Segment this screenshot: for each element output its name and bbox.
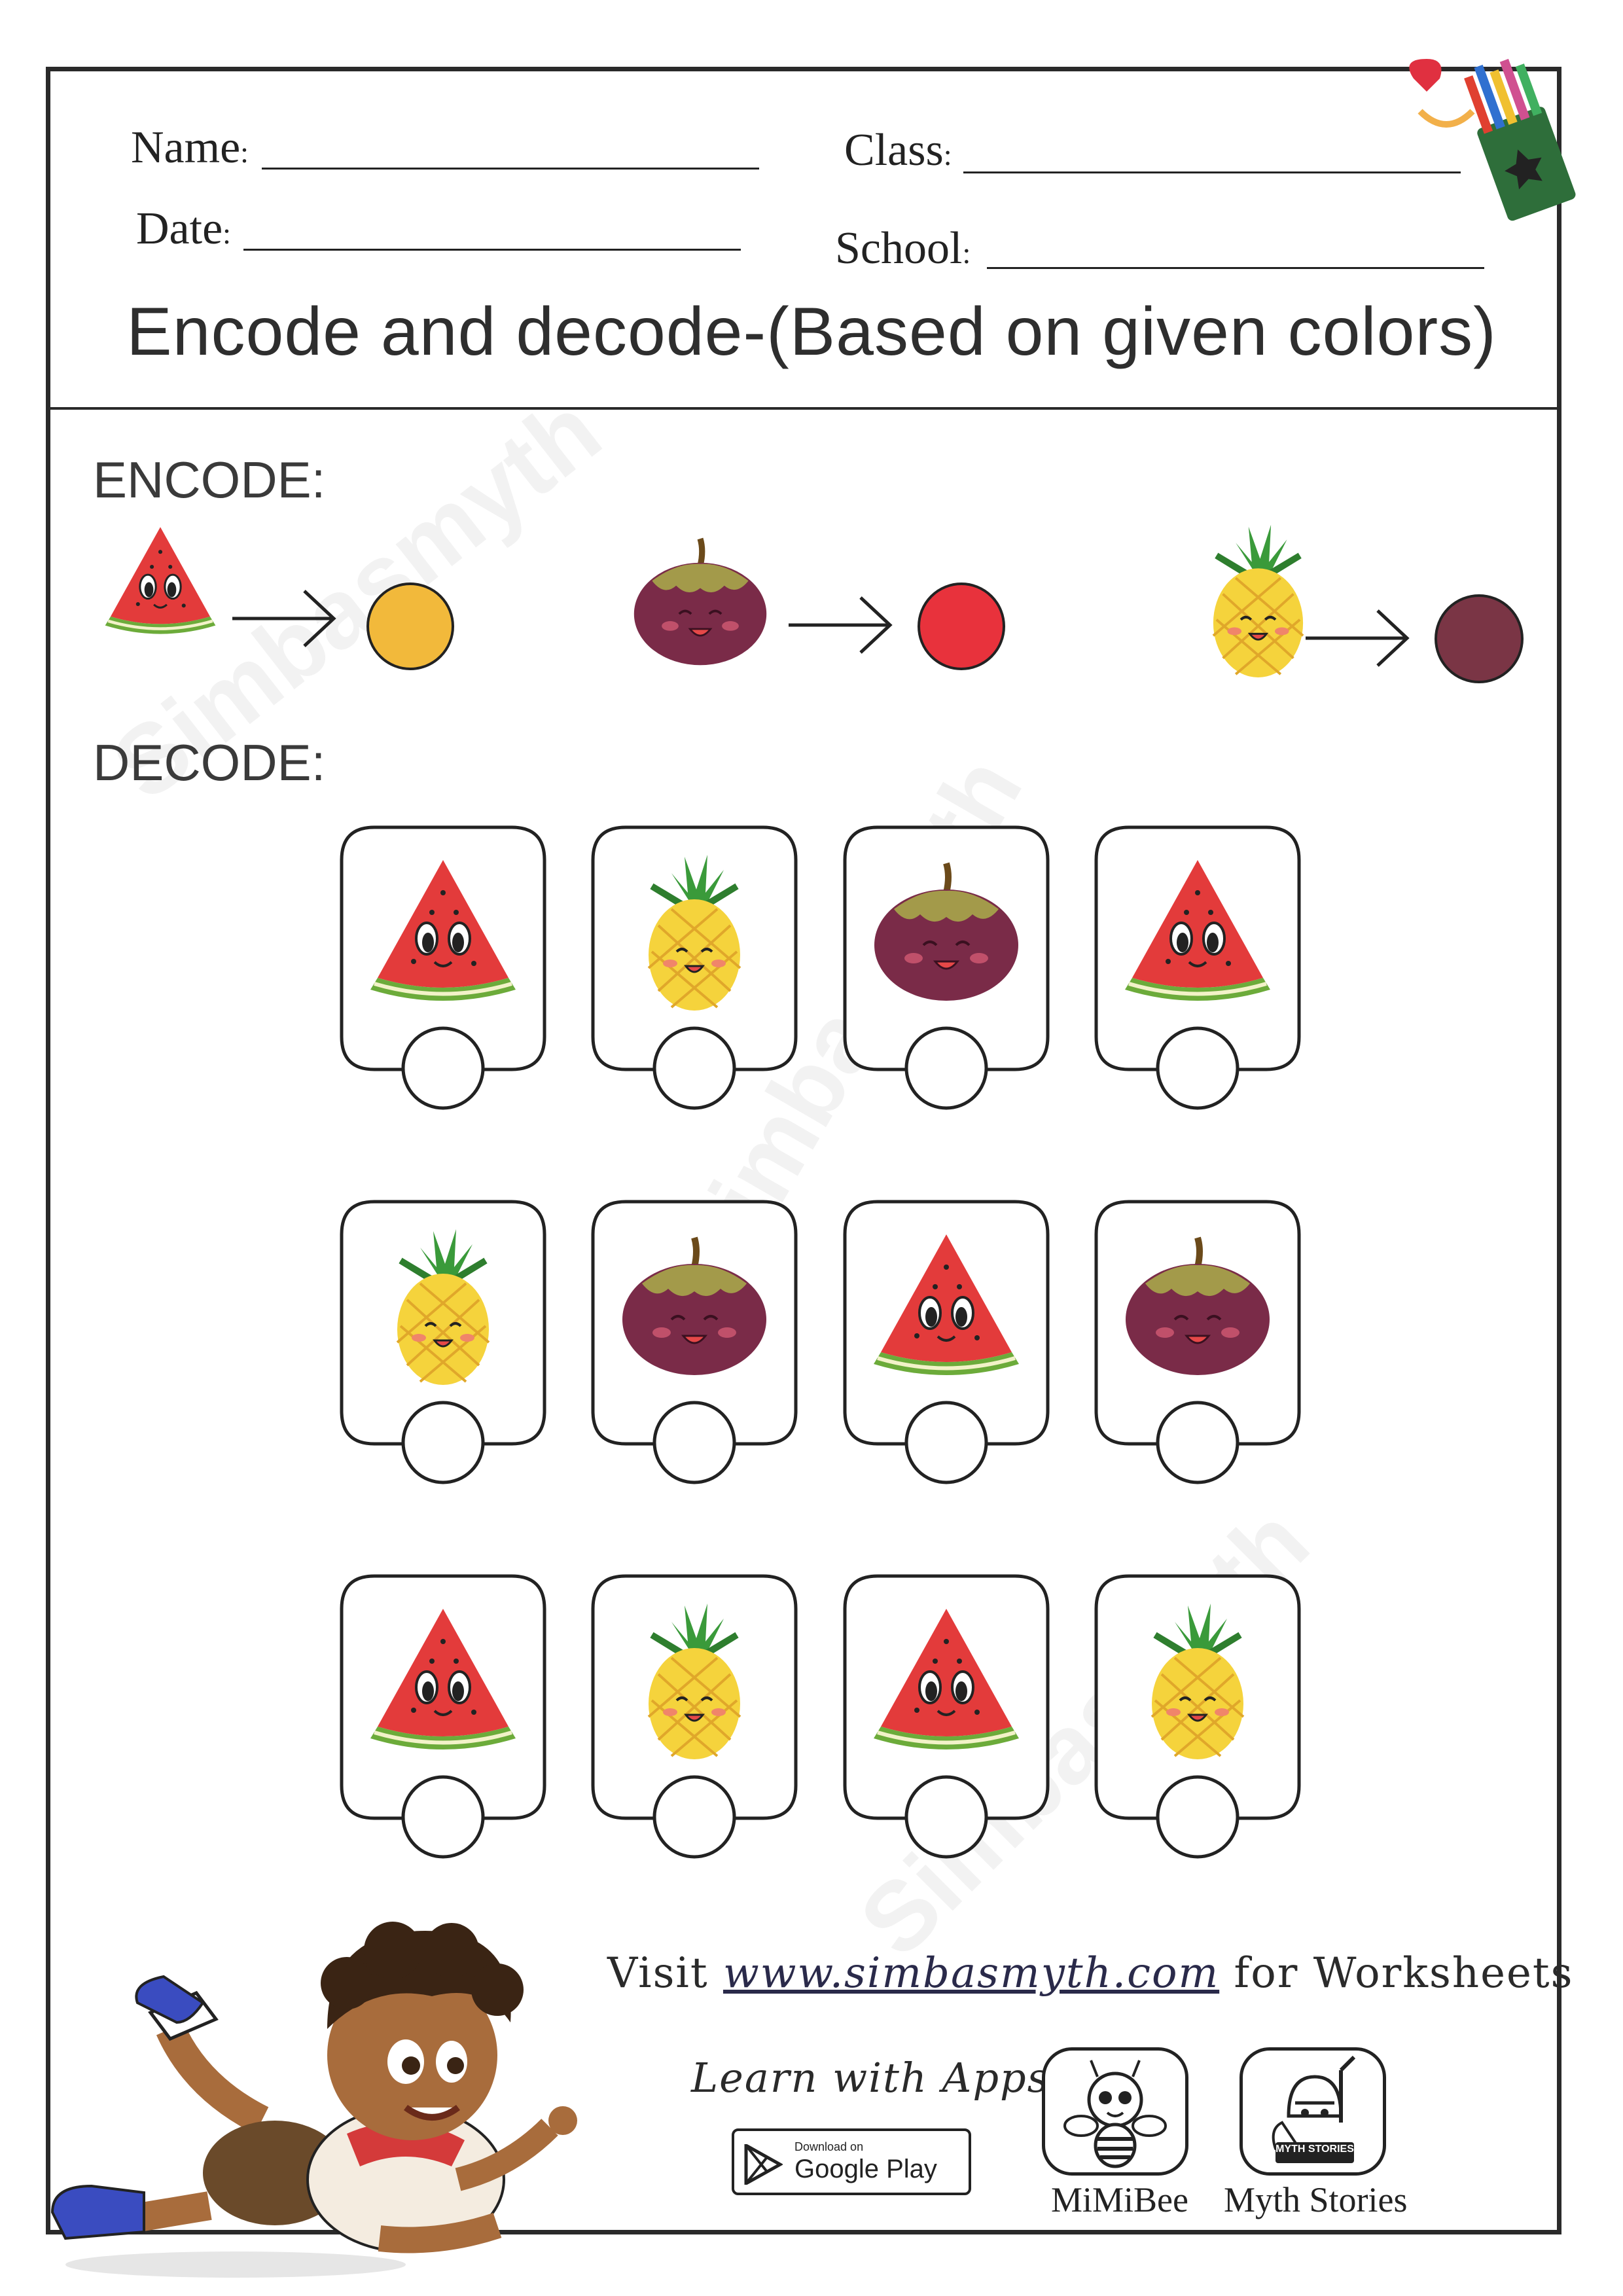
google-play-label: Google Play <box>794 2155 937 2183</box>
encode-fruit <box>1178 517 1338 681</box>
name-label: Name: <box>131 122 249 173</box>
pencil-cup-icon <box>1409 58 1576 221</box>
answer-circle[interactable] <box>903 1399 990 1486</box>
mangosteen-icon <box>633 537 767 666</box>
answer-circle[interactable] <box>1154 1774 1241 1860</box>
color-code-dot <box>918 583 1005 670</box>
decode-card <box>1090 1195 1306 1484</box>
answer-circle[interactable] <box>651 1025 738 1111</box>
page-title: Encode and decode-(Based on given colors… <box>126 294 1497 370</box>
answer-circle[interactable] <box>1154 1399 1241 1486</box>
bee-icon <box>1063 2060 1167 2168</box>
boy-illustration <box>50 1922 577 2278</box>
decode-card <box>586 1195 802 1484</box>
decode-card <box>838 1570 1054 1859</box>
school-field[interactable] <box>987 267 1484 269</box>
google-play-button[interactable]: Download on Google Play <box>732 2128 971 2195</box>
decode-card <box>335 1195 551 1484</box>
myth-stories-label: Myth Stories <box>1224 2180 1408 2219</box>
page-frame <box>46 67 1561 2234</box>
decode-card <box>335 1570 551 1859</box>
answer-circle[interactable] <box>903 1025 990 1111</box>
website-link[interactable]: www.simbasmyth.com <box>722 1949 1220 1998</box>
arrow-right-icon <box>1302 605 1414 674</box>
decode-card <box>335 821 551 1110</box>
header-divider <box>46 407 1561 410</box>
mimibee-app-icon[interactable] <box>1042 2047 1188 2176</box>
class-field[interactable] <box>963 171 1461 173</box>
pineapple-icon <box>1150 1604 1245 1759</box>
mimibee-label: MiMiBee <box>1051 2180 1188 2219</box>
arrow-right-icon <box>229 586 340 655</box>
mangosteen-icon <box>622 1236 766 1375</box>
answer-circle[interactable] <box>400 1399 486 1486</box>
pineapple-icon <box>396 1229 490 1385</box>
date-field[interactable] <box>243 249 741 251</box>
watermelon-icon <box>1125 860 1270 1001</box>
answer-circle[interactable] <box>400 1774 486 1860</box>
school-label: School: <box>835 223 971 274</box>
watermelon-icon <box>874 1234 1019 1375</box>
encode-fruit <box>98 517 223 645</box>
date-label: Date: <box>136 204 231 254</box>
pineapple-icon <box>647 855 741 1011</box>
mangosteen-icon <box>1126 1236 1270 1375</box>
learn-with-apps: Learn with Apps <box>691 2054 1050 2102</box>
knight-icon <box>1272 2055 1356 2163</box>
watermelon-icon <box>370 860 516 1001</box>
decode-heading: DECODE: <box>93 734 326 791</box>
watermelon-icon <box>105 527 216 634</box>
color-code-dot <box>366 583 454 670</box>
encode-heading: ENCODE: <box>93 451 326 509</box>
arrow-right-icon <box>785 592 897 661</box>
answer-circle[interactable] <box>651 1399 738 1486</box>
decode-card <box>838 821 1054 1110</box>
encode-fruit <box>625 524 776 677</box>
name-field[interactable] <box>262 168 759 170</box>
google-play-icon <box>744 2144 783 2185</box>
watermelon-icon <box>370 1609 516 1749</box>
visit-text: Visit www.simbasmyth.com for Worksheets <box>607 1949 1574 1998</box>
decode-card <box>838 1195 1054 1484</box>
watermelon-icon <box>874 1609 1019 1749</box>
decode-card <box>586 821 802 1110</box>
answer-circle[interactable] <box>651 1774 738 1860</box>
answer-circle[interactable] <box>400 1025 486 1111</box>
decode-card <box>1090 821 1306 1110</box>
pineapple-icon <box>1212 524 1304 677</box>
google-play-small: Download on <box>794 2140 864 2153</box>
color-code-dot <box>1435 594 1524 683</box>
myth-stories-app-icon[interactable]: MYTH STORIES <box>1240 2047 1386 2176</box>
decode-card <box>586 1570 802 1859</box>
answer-circle[interactable] <box>1154 1025 1241 1111</box>
answer-circle[interactable] <box>903 1774 990 1860</box>
mangosteen-icon <box>874 862 1018 1001</box>
pineapple-icon <box>647 1604 741 1759</box>
myth-stories-badge: MYTH STORIES <box>1275 2144 1354 2155</box>
class-label: Class: <box>844 125 952 175</box>
decode-card <box>1090 1570 1306 1859</box>
